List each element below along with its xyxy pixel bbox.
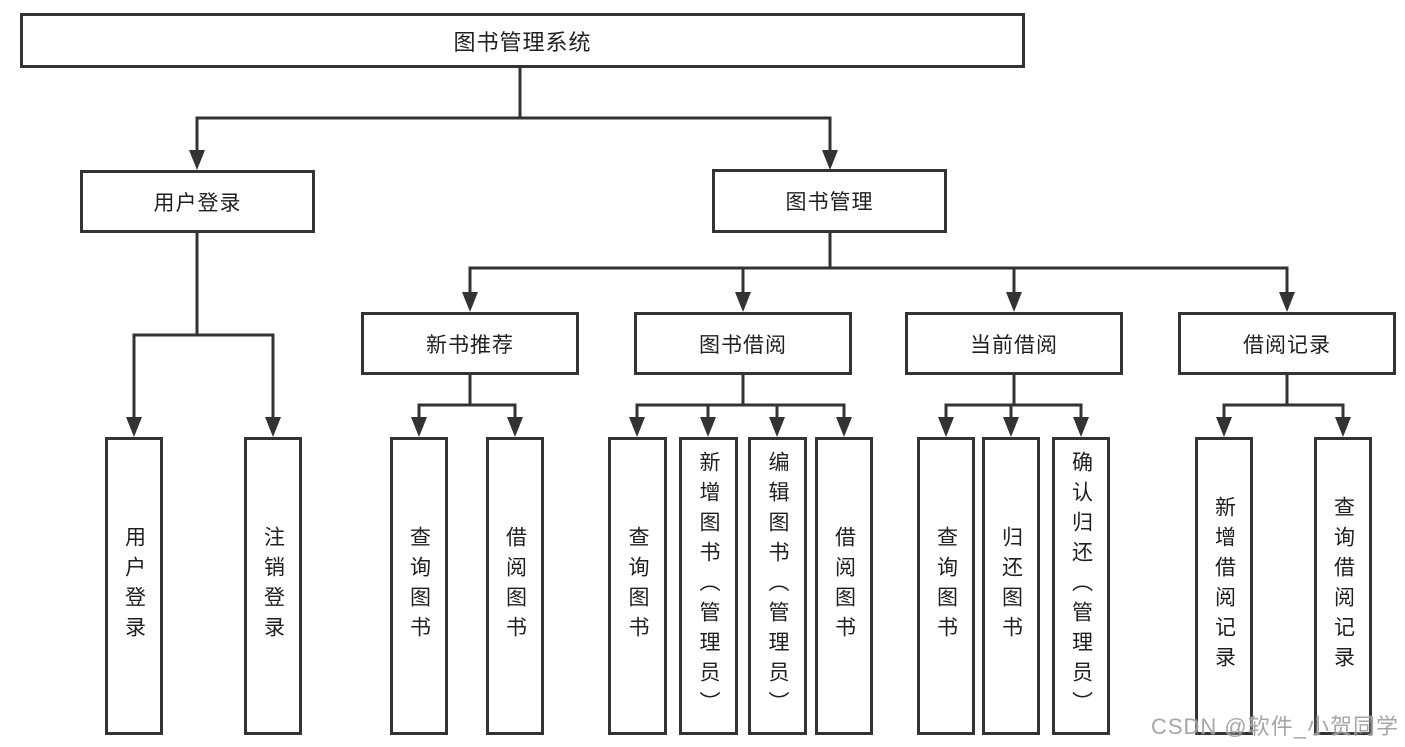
leaf-return-books: 归还图书 — [982, 437, 1040, 735]
node-new-book-recommend: 新书推荐 — [361, 312, 579, 375]
leaf-query-books-recommend-label: 查询图书 — [407, 526, 431, 646]
leaf-confirm-return-admin-label: 确认归还（管理员） — [1069, 451, 1093, 721]
node-new-book-recommend-label: 新书推荐 — [426, 333, 514, 357]
leaf-confirm-return-admin: 确认归还（管理员） — [1052, 437, 1110, 735]
node-library-system: 图书管理系统 — [20, 13, 1025, 68]
leaf-query-borrow-record-label: 查询借阅记录 — [1331, 496, 1355, 676]
leaf-borrow-books-recommend: 借阅图书 — [486, 437, 544, 735]
leaf-query-books-recommend: 查询图书 — [390, 437, 448, 735]
leaf-borrow-books-borrow-label: 借阅图书 — [832, 526, 856, 646]
leaf-return-books-label: 归还图书 — [999, 526, 1023, 646]
node-book-borrow: 图书借阅 — [634, 312, 852, 375]
leaf-add-borrow-record-label: 新增借阅记录 — [1212, 496, 1236, 676]
node-current-borrow-label: 当前借阅 — [970, 333, 1058, 357]
leaf-query-borrow-record: 查询借阅记录 — [1314, 437, 1372, 735]
leaf-user-login-label: 用户登录 — [122, 526, 146, 646]
csdn-watermark: CSDN @软件_小贺同学 — [1150, 714, 1399, 739]
leaf-edit-book-admin: 编辑图书（管理员） — [748, 437, 807, 735]
node-book-management-label: 图书管理 — [785, 191, 874, 214]
leaf-logout: 注销登录 — [244, 437, 302, 735]
node-user-login: 用户登录 — [80, 170, 315, 233]
leaf-borrow-books-borrow: 借阅图书 — [815, 437, 873, 735]
leaf-user-login: 用户登录 — [105, 437, 163, 735]
leaf-query-books-current: 查询图书 — [917, 437, 975, 735]
leaf-logout-label: 注销登录 — [261, 526, 285, 646]
node-book-borrow-label: 图书借阅 — [699, 333, 787, 357]
arrowhead-icons — [126, 150, 1351, 437]
leaf-add-borrow-record: 新增借阅记录 — [1195, 437, 1253, 735]
node-current-borrow: 当前借阅 — [905, 312, 1123, 375]
node-book-management: 图书管理 — [712, 169, 947, 233]
node-borrow-records: 借阅记录 — [1178, 312, 1396, 375]
leaf-borrow-books-recommend-label: 借阅图书 — [503, 526, 527, 646]
leaf-query-books-current-label: 查询图书 — [934, 526, 958, 646]
node-borrow-records-label: 借阅记录 — [1243, 333, 1331, 357]
node-user-login-label: 用户登录 — [153, 191, 242, 215]
node-library-system-label: 图书管理系统 — [453, 29, 592, 55]
connector-paths — [132, 66, 1345, 421]
leaf-edit-book-admin-label: 编辑图书（管理员） — [766, 451, 789, 721]
leaf-query-books-borrow: 查询图书 — [608, 437, 667, 735]
leaf-add-book-admin: 新增图书（管理员） — [679, 437, 738, 735]
leaf-add-book-admin-label: 新增图书（管理员） — [697, 451, 720, 721]
leaf-query-books-borrow-label: 查询图书 — [626, 526, 649, 646]
